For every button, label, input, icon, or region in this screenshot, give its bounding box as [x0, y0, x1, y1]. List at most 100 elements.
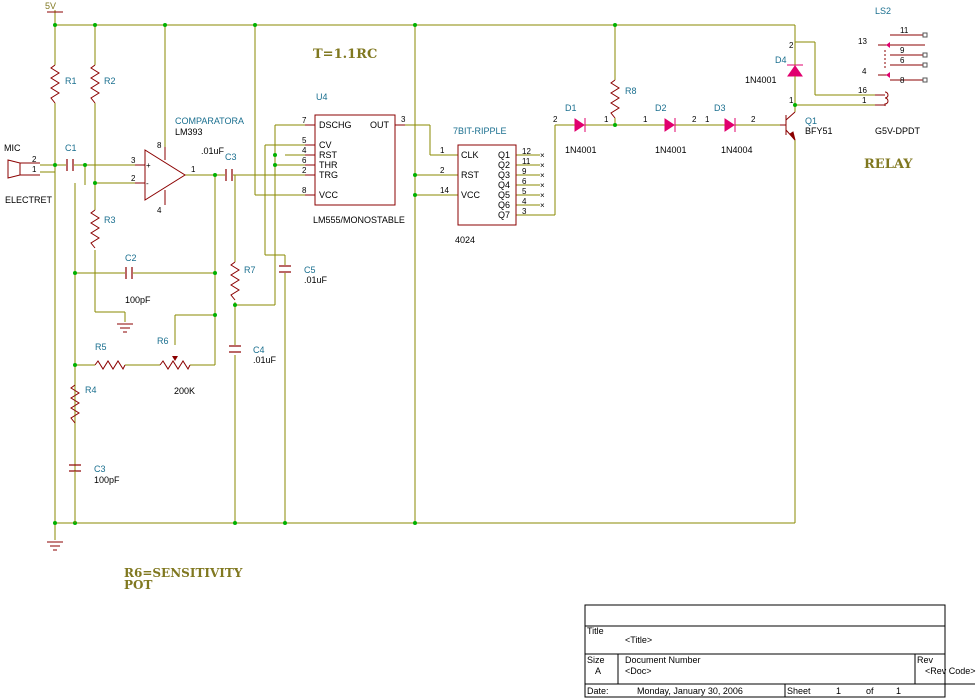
r2-label: R2 [104, 76, 116, 86]
timer-pin-number: 5 [302, 136, 307, 145]
no-connect-mark: × [540, 161, 545, 170]
svg-text:2: 2 [553, 115, 558, 124]
counter-in-number: 1 [440, 146, 445, 155]
svg-text:6: 6 [900, 56, 905, 65]
counter-in-name: CLK [461, 150, 479, 160]
timer-pin-name: THR [319, 160, 338, 170]
timer-pin-name: CV [319, 140, 332, 150]
counter-out-number: 5 [522, 187, 527, 196]
c2-label: C2 [125, 253, 137, 263]
svg-text:-: - [146, 179, 149, 188]
transistor-ref: Q1 [805, 116, 817, 126]
c2-value: 100pF [125, 295, 151, 305]
counter-out-name: Q1 [498, 150, 510, 160]
counter-out-number: 6 [522, 177, 527, 186]
svg-text:1: 1 [789, 96, 794, 105]
r5-shape [94, 360, 126, 371]
svg-text:of: of [866, 686, 874, 696]
timer-part: LM555/MONOSTABLE [313, 215, 405, 225]
svg-text:2: 2 [32, 155, 37, 164]
r3-shape [90, 209, 100, 249]
svg-text:1: 1 [191, 165, 196, 174]
r8-label: R8 [625, 86, 637, 96]
comparator-ref: COMPARATORA [175, 116, 244, 126]
c4-label: C4 [253, 345, 265, 355]
capacitor-shapes [66, 159, 291, 472]
svg-text:+: + [146, 161, 151, 170]
date-value: Monday, January 30, 2006 [637, 686, 743, 696]
svg-text:3: 3 [401, 115, 406, 124]
sensitivity-note: R6=SENSITIVITY [124, 566, 243, 580]
svg-text:2: 2 [751, 115, 756, 124]
svg-text:Title: Title [587, 626, 604, 636]
no-connect-mark: × [540, 201, 545, 210]
counter-in-number: 2 [440, 166, 445, 175]
ground-symbol-main [47, 541, 63, 551]
svg-text:Document Number: Document Number [625, 655, 701, 665]
title-value: <Title> [625, 635, 652, 645]
counter-in-number: 14 [440, 186, 449, 195]
c4-value: .01uF [253, 355, 277, 365]
timer-pin-name: RST [319, 150, 338, 160]
vcc-label: 5V [45, 1, 56, 11]
counter-out-name: Q7 [498, 210, 510, 220]
timer-555: U4 LM555/MONOSTABLE OUT 3 DSCHG7CV5RST4T… [302, 92, 406, 225]
mic-ref: MIC [4, 143, 21, 153]
svg-text:4: 4 [862, 67, 867, 76]
counter-ref: 7BIT-RIPPLE [453, 126, 507, 136]
timer-pin-number: 4 [302, 146, 307, 155]
d3-value: 1N4004 [721, 145, 753, 155]
svg-text:1: 1 [705, 115, 710, 124]
svg-text:8: 8 [157, 141, 162, 150]
title-block: Title <Title> Size A Document Number <Do… [584, 604, 976, 698]
counter-out-name: Q4 [498, 180, 510, 190]
svg-text:9: 9 [900, 46, 905, 55]
transistor-part: BFY51 [805, 126, 833, 136]
r3-label: R3 [104, 215, 116, 225]
c1-label: C1 [65, 143, 77, 153]
no-connect-mark: × [540, 151, 545, 160]
no-connect-mark: × [540, 191, 545, 200]
svg-text:OUT: OUT [370, 120, 390, 130]
r4-label: R4 [85, 385, 97, 395]
transistor [780, 111, 796, 141]
r6-value: 200K [174, 386, 195, 396]
resistor-shapes [50, 64, 620, 424]
relay: LS2 G5V-DPDT 13 11 9 6 4 8 16 1 [858, 6, 928, 136]
svg-text:Date:: Date: [587, 686, 609, 696]
counter-in-name: VCC [461, 190, 481, 200]
r5-label: R5 [95, 342, 107, 352]
svg-text:Rev: Rev [917, 655, 934, 665]
no-connect-mark: × [540, 171, 545, 180]
doc-value: <Doc> [625, 666, 652, 676]
d3-shape [724, 118, 735, 132]
size-value: A [595, 666, 601, 676]
r7-label: R7 [244, 265, 256, 275]
no-connect-mark: × [540, 181, 545, 190]
mic-value: ELECTRET [5, 195, 53, 205]
diode-shapes [574, 64, 803, 132]
timer-pin-name: DSCHG [319, 120, 352, 130]
relay-ref: LS2 [875, 6, 891, 16]
svg-text:1: 1 [862, 96, 867, 105]
counter-part: 4024 [455, 235, 475, 245]
d4-label: D4 [775, 55, 787, 65]
r7-shape [230, 261, 240, 301]
counter-out-name: Q6 [498, 200, 510, 210]
svg-text:2: 2 [789, 41, 794, 50]
power-symbol: 5V [45, 1, 63, 13]
mic-symbol: MIC ELECTRET 21 [4, 143, 53, 205]
relay-part: G5V-DPDT [875, 126, 921, 136]
counter-in-name: RST [461, 170, 480, 180]
r1-shape [50, 64, 60, 104]
c5-label: C5 [304, 265, 316, 275]
svg-text:2: 2 [692, 115, 697, 124]
svg-text:Size: Size [587, 655, 605, 665]
d2-value: 1N4001 [655, 145, 687, 155]
